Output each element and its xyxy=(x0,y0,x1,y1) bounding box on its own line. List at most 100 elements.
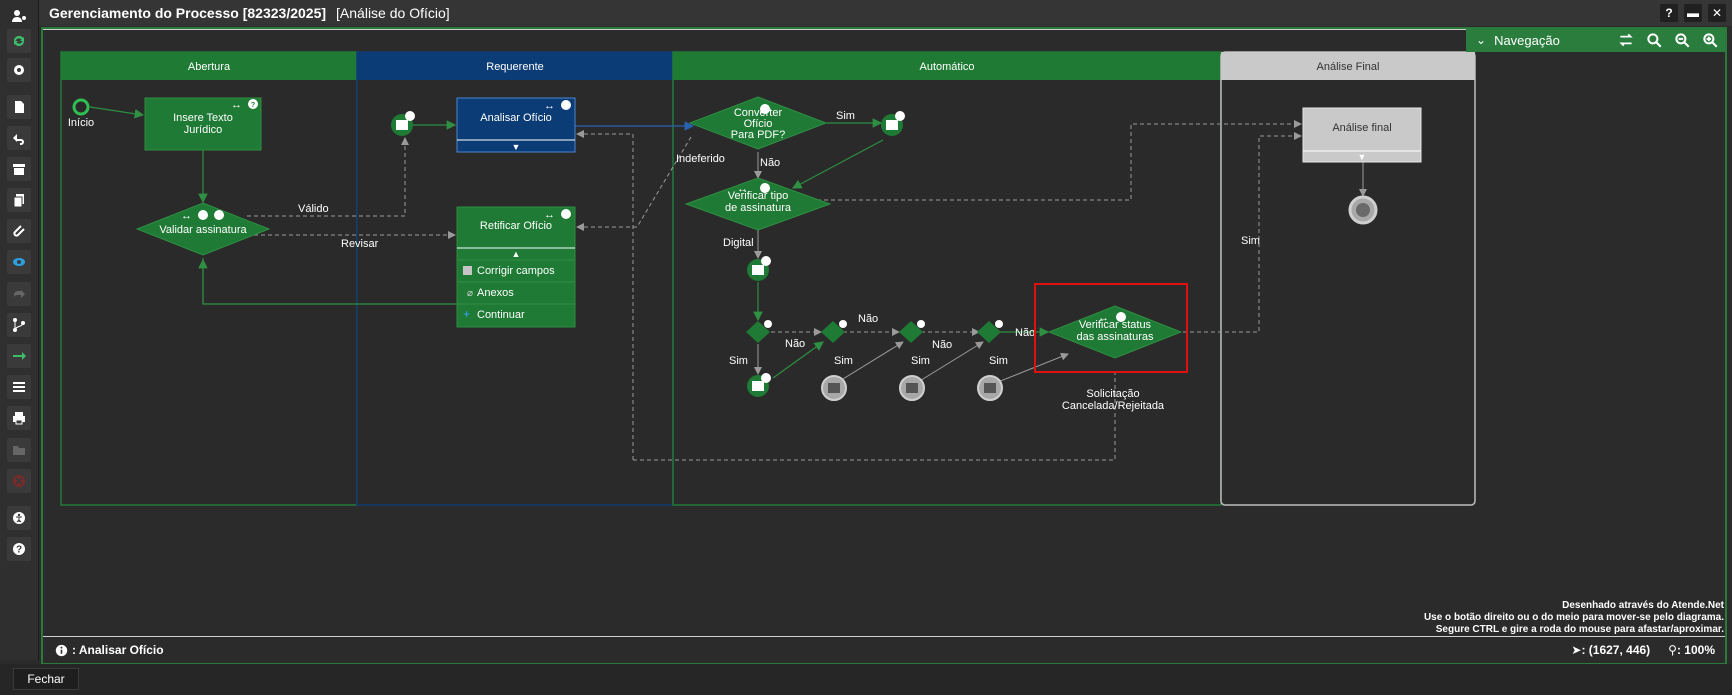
folder-icon[interactable] xyxy=(7,438,31,462)
highlight-box xyxy=(1034,283,1188,373)
help-icon[interactable] xyxy=(917,320,925,328)
cancel-icon[interactable] xyxy=(7,469,31,493)
accessibility-icon[interactable] xyxy=(7,506,31,530)
eye-icon[interactable] xyxy=(7,250,31,274)
chevron-down-icon[interactable]: ▼ xyxy=(512,142,521,152)
event-green-bottom[interactable] xyxy=(747,373,771,397)
close-icon[interactable]: ✕ xyxy=(1708,4,1726,22)
process-diagram: Abertura Requerente Automático Análise F… xyxy=(60,51,1476,506)
gateway-label: Validar assinatura xyxy=(159,224,247,236)
edge-label-sim: Sim xyxy=(836,110,855,122)
edge-label-revisar: Revisar xyxy=(341,238,379,250)
note-line: Use o botão direito ou o do meio para mo… xyxy=(1423,612,1724,623)
chevron-up-icon[interactable]: ▲ xyxy=(512,249,521,259)
move-icon[interactable]: ↔ xyxy=(181,210,192,222)
user-settings-icon[interactable] xyxy=(7,4,31,28)
zoom-level-value: : 100% xyxy=(1676,643,1715,657)
help-icon[interactable] xyxy=(895,111,905,121)
action-corrigir-campos[interactable]: Corrigir campos xyxy=(477,265,555,277)
help-icon[interactable] xyxy=(561,209,571,219)
intermediate-event[interactable] xyxy=(391,111,415,136)
move-icon[interactable]: ↔ xyxy=(231,99,242,111)
help-icon[interactable]: ? xyxy=(7,537,31,561)
arrow-right-icon[interactable] xyxy=(7,344,31,368)
archive-icon[interactable] xyxy=(7,157,31,181)
chevron-down-icon[interactable]: ⌄ xyxy=(1476,33,1487,47)
list-icon[interactable] xyxy=(7,375,31,399)
refresh-icon[interactable] xyxy=(7,29,31,53)
task-retificar-oficio[interactable]: Retificar Ofício ▲ Corrigir campos ⌀ Ane… xyxy=(456,206,576,328)
edge-label-nao: Não xyxy=(785,338,805,350)
gateway-small-1[interactable] xyxy=(746,320,772,343)
help-icon[interactable] xyxy=(248,99,258,109)
event-gray-2[interactable] xyxy=(899,375,925,401)
edge-label-nao: Não xyxy=(1015,327,1035,339)
gateway-verificar-status[interactable]: Verificar status das assinaturas ↔ xyxy=(1047,305,1183,359)
branch-icon[interactable] xyxy=(7,313,31,337)
undo-icon[interactable] xyxy=(7,126,31,150)
left-toolbar: ? xyxy=(0,0,39,660)
gateway-validar-assinatura[interactable]: Validar assinatura ↔ xyxy=(135,202,271,256)
task-insere-texto[interactable]: Insere Texto Jurídico ↔ ? xyxy=(144,97,262,151)
window-titlebar: Gerenciamento do Processo [82323/2025] [… xyxy=(39,0,1732,26)
end-event[interactable] xyxy=(1348,195,1378,225)
gateway-small-4[interactable] xyxy=(977,320,1003,343)
edge-label-sim: Sim xyxy=(834,355,853,367)
close-button[interactable]: Fechar xyxy=(13,668,79,690)
copy-icon[interactable] xyxy=(7,188,31,212)
help-icon[interactable] xyxy=(214,210,224,220)
gateway-small-3[interactable] xyxy=(899,320,925,343)
event-assinatura[interactable] xyxy=(747,256,771,281)
help-icon[interactable] xyxy=(760,183,770,193)
move-icon[interactable]: ↔ xyxy=(1098,312,1109,324)
zoom-in-icon[interactable] xyxy=(1701,31,1719,49)
zoom-out-icon[interactable] xyxy=(1673,31,1691,49)
attachment-icon[interactable] xyxy=(7,219,31,243)
help-icon[interactable] xyxy=(761,373,771,383)
window-title: Gerenciamento do Processo [82323/2025] xyxy=(49,5,327,21)
forward-icon[interactable] xyxy=(7,282,31,306)
move-icon[interactable]: ↔ xyxy=(544,209,555,221)
task-label: Retificar Ofício xyxy=(480,220,552,232)
event-converte-pdf[interactable] xyxy=(881,111,905,136)
document-icon[interactable] xyxy=(7,95,31,119)
start-event[interactable]: Início xyxy=(68,98,94,129)
task-analisar-oficio[interactable]: Analisar Ofício ▼ ↔ xyxy=(456,97,576,153)
chevron-down-icon[interactable]: ▼ xyxy=(1358,152,1367,162)
print-icon[interactable] xyxy=(7,406,31,430)
action-continuar[interactable]: Continuar xyxy=(477,309,525,321)
attachment-icon: ⌀ xyxy=(467,288,473,299)
help-icon[interactable] xyxy=(839,320,847,328)
rotate-icon[interactable] xyxy=(1617,31,1635,49)
gateway-small-2[interactable] xyxy=(821,320,847,343)
move-icon[interactable]: ↔ xyxy=(544,100,555,112)
help-icon[interactable] xyxy=(1116,312,1126,322)
help-icon[interactable] xyxy=(760,104,770,114)
help-icon[interactable]: ? xyxy=(1660,4,1678,22)
gateway-label: das assinaturas xyxy=(1076,331,1154,343)
action-anexos[interactable]: Anexos xyxy=(477,287,514,299)
info-icon[interactable] xyxy=(198,210,208,220)
gateway-label: Para PDF? xyxy=(731,129,785,141)
gear-icon[interactable] xyxy=(7,58,31,82)
help-icon[interactable] xyxy=(561,100,571,110)
svg-text:?: ? xyxy=(16,545,22,556)
task-analise-final[interactable]: Análise final ▼ xyxy=(1302,107,1422,163)
diagram-canvas[interactable]: Abertura Requerente Automático Análise F… xyxy=(43,29,1725,637)
event-gray-1[interactable] xyxy=(821,375,847,401)
gateway-converter-oficio[interactable]: Converter Ofício Para PDF? xyxy=(688,96,828,150)
help-icon[interactable] xyxy=(405,111,415,121)
edge-label-nao: Não xyxy=(858,313,878,325)
help-icon[interactable] xyxy=(995,320,1003,328)
help-icon[interactable] xyxy=(764,320,772,328)
search-icon[interactable] xyxy=(1645,31,1663,49)
gateway-verificar-tipo[interactable]: Verificar tipo de assinatura ↔ xyxy=(684,177,832,231)
edge-label-solicitacao: Solicitação xyxy=(1086,388,1139,400)
help-icon[interactable] xyxy=(761,256,771,266)
window-subtitle: [Análise do Ofício] xyxy=(336,5,450,21)
task-label: Analisar Ofício xyxy=(480,112,552,124)
navigation-panel[interactable]: ⌄ Navegação xyxy=(1466,28,1725,52)
event-gray-3[interactable] xyxy=(977,375,1003,401)
maximize-icon[interactable]: ▬ xyxy=(1684,4,1702,22)
move-icon[interactable]: ↔ xyxy=(737,183,748,195)
